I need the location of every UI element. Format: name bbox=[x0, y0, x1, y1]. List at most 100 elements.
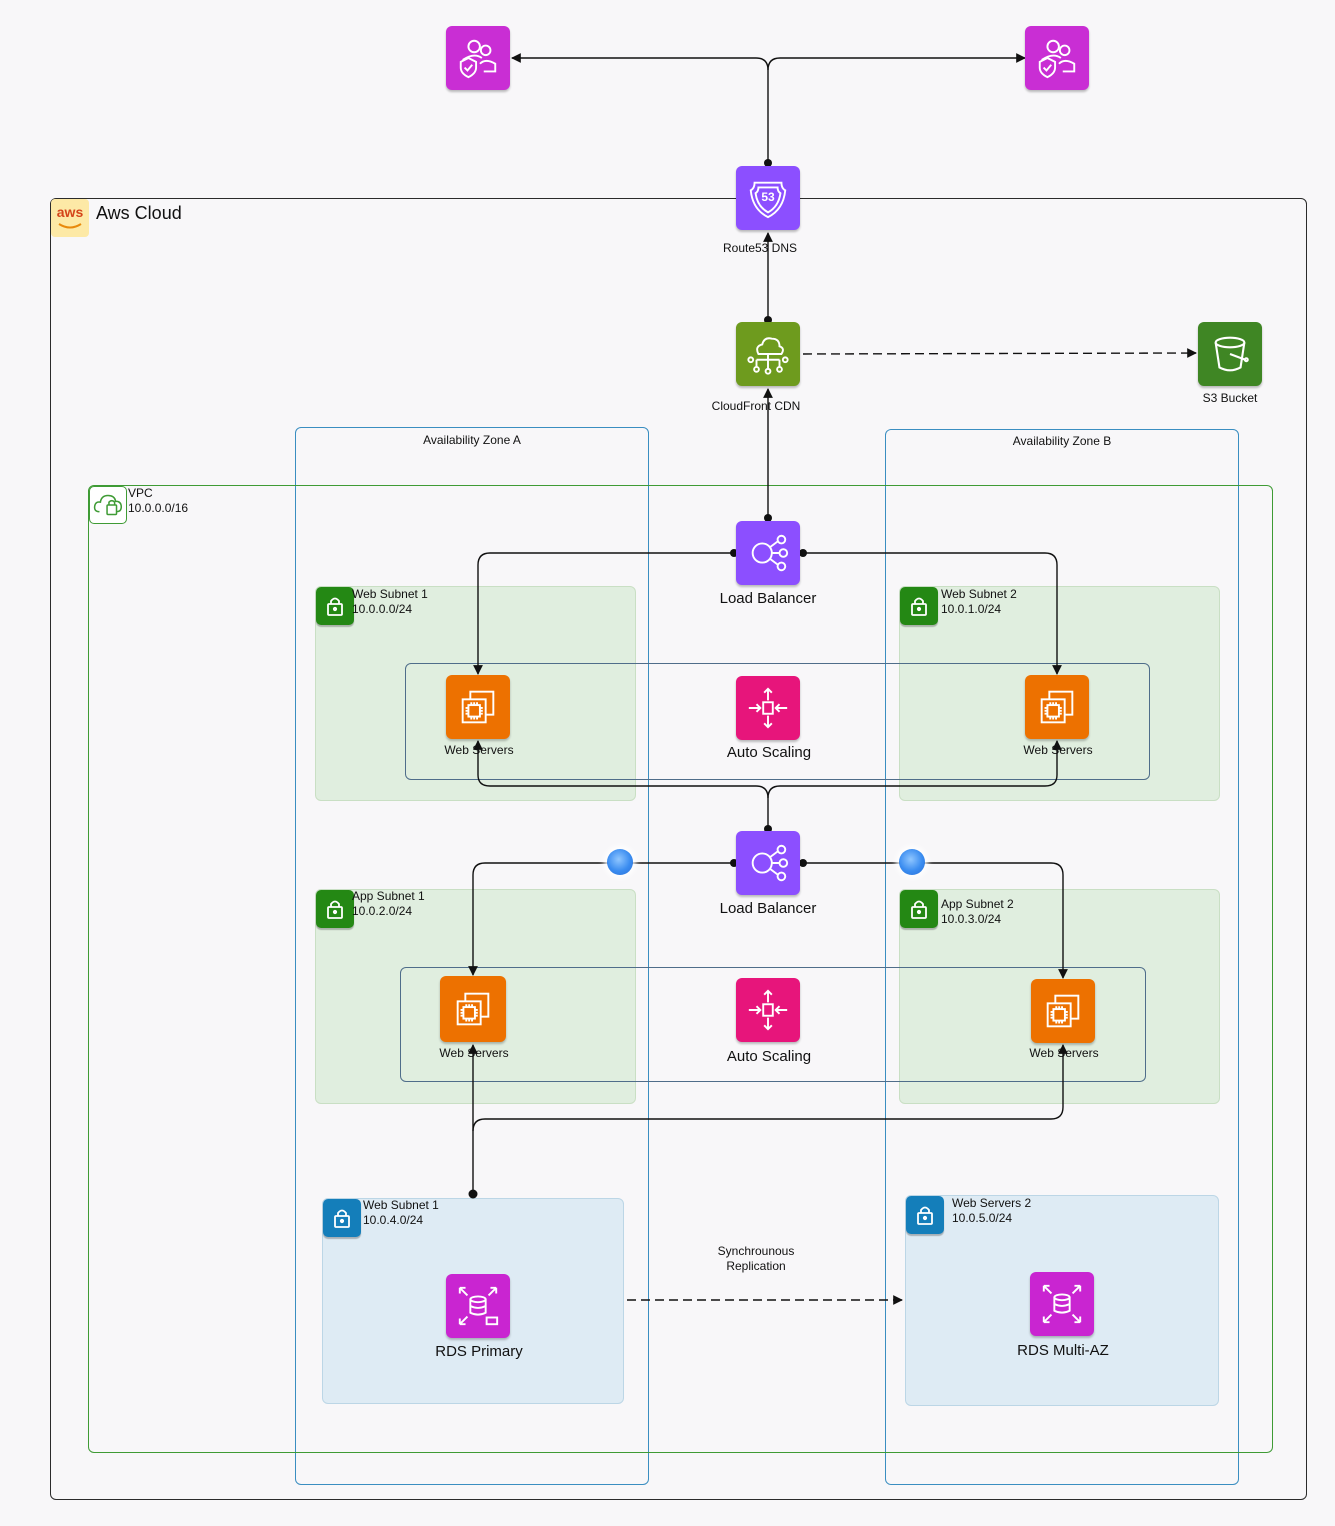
web-subnet-2-cidr: 10.0.1.0/24 bbox=[941, 602, 1002, 616]
load-balancer-mid-label: Load Balancer bbox=[719, 900, 817, 917]
route53-label: Route53 DNS bbox=[722, 241, 798, 255]
route53-badge: 53 bbox=[761, 190, 775, 204]
aws-cloud-group bbox=[50, 198, 1307, 1500]
line-cloudfront-to-s3 bbox=[802, 348, 1197, 358]
vpc-label: VPC 10.0.0.0/16 bbox=[128, 486, 188, 516]
vpc-cloud-icon bbox=[89, 486, 127, 524]
autoscaling-top-label: Auto Scaling bbox=[726, 744, 812, 761]
availability-zone-b bbox=[885, 429, 1239, 1485]
joint-route53 bbox=[764, 159, 772, 167]
cloudfront-icon bbox=[747, 337, 789, 375]
s3-bucket-icon bbox=[1214, 336, 1249, 372]
ec2-instance-icon bbox=[1046, 994, 1080, 1028]
ec2-app-a-label: Web Servers bbox=[439, 1046, 509, 1060]
ec2-web-b[interactable] bbox=[1025, 675, 1089, 739]
line-app-b-to-db bbox=[472, 1044, 1068, 1132]
line-route53-to-user-left bbox=[511, 53, 769, 163]
web-subnet-1-lock-icon bbox=[316, 587, 354, 625]
web-subnet-2-lock-icon bbox=[900, 587, 938, 625]
user-group-right[interactable] bbox=[1025, 26, 1089, 90]
db-subnet-2-label: Web Servers 2 10.0.5.0/24 bbox=[952, 1196, 1031, 1226]
ec2-app-a[interactable] bbox=[440, 976, 506, 1042]
vpc-cidr: 10.0.0.0/16 bbox=[128, 501, 189, 515]
rds-multi-az[interactable] bbox=[1030, 1272, 1094, 1336]
autoscaling-mid[interactable] bbox=[736, 978, 800, 1042]
web-subnet-2-label: Web Subnet 2 10.0.1.0/24 bbox=[941, 587, 1017, 617]
line-route53-to-user-right bbox=[767, 53, 1026, 71]
endpoint-dot-right bbox=[899, 849, 925, 875]
line-lb-mid-to-app-b bbox=[803, 862, 1068, 979]
web-subnet-2-name: Web Subnet 2 bbox=[941, 587, 1017, 601]
line-web-a-to-lb-mid bbox=[473, 740, 769, 829]
db-subnet-2-name: Web Servers 2 bbox=[952, 1196, 1032, 1210]
joint-lb-mid-right bbox=[799, 859, 807, 867]
auto-scaling-group-web bbox=[405, 663, 1150, 780]
ec2-instance-icon bbox=[456, 992, 490, 1026]
endpoint-dot-left bbox=[607, 849, 633, 875]
app-subnet-1-cidr: 10.0.2.0/24 bbox=[352, 904, 413, 918]
ec2-web-a-label: Web Servers bbox=[444, 743, 514, 757]
user-group-left[interactable] bbox=[446, 26, 510, 90]
autoscaling-mid-label: Auto Scaling bbox=[726, 1048, 812, 1065]
users-icon bbox=[459, 39, 497, 79]
s3-label: S3 Bucket bbox=[1202, 391, 1258, 405]
web-subnet-1-cidr: 10.0.0.0/24 bbox=[352, 602, 413, 616]
app-subnet-2-lock-icon bbox=[900, 890, 938, 928]
web-subnet-1-name: Web Subnet 1 bbox=[352, 587, 428, 601]
cloudfront-label: CloudFront CDN bbox=[711, 399, 801, 413]
replication-label: Synchrounous Replication bbox=[718, 1244, 795, 1274]
az-a-label: Availability Zone A bbox=[423, 433, 521, 447]
route53-service[interactable]: 53 bbox=[736, 166, 800, 230]
az-b-label: Availability Zone B bbox=[1012, 434, 1112, 448]
ec2-app-b[interactable] bbox=[1031, 979, 1095, 1043]
vpc-group bbox=[88, 485, 1273, 1453]
load-balancer-top-label: Load Balancer bbox=[719, 590, 817, 607]
rds-multi-az-label: RDS Multi-AZ bbox=[1017, 1342, 1109, 1359]
app-subnet-2-label: App Subnet 2 10.0.3.0/24 bbox=[941, 897, 1014, 927]
db-subnet-2-lock-icon bbox=[906, 1196, 944, 1234]
ec2-instance-icon bbox=[461, 690, 495, 724]
load-balancer-icon bbox=[751, 534, 789, 572]
db-subnet-1-cidr: 10.0.4.0/24 bbox=[363, 1213, 424, 1227]
ec2-web-a[interactable] bbox=[446, 675, 510, 739]
db-subnet-1-name: Web Subnet 1 bbox=[363, 1198, 439, 1212]
s3-bucket-service[interactable] bbox=[1198, 322, 1262, 386]
app-subnet-1-lock-icon bbox=[316, 890, 354, 928]
line-lb-to-web-b bbox=[803, 552, 1062, 675]
route53-shield-icon bbox=[749, 181, 787, 219]
app-subnet-2-cidr: 10.0.3.0/24 bbox=[941, 912, 1002, 926]
line-lb-mid-to-app-a bbox=[468, 862, 734, 976]
aws-logo-icon: aws bbox=[51, 199, 89, 237]
app-subnet-1-label: App Subnet 1 10.0.2.0/24 bbox=[352, 889, 425, 919]
load-balancer-mid[interactable] bbox=[736, 831, 800, 895]
db-subnet-1-label: Web Subnet 1 10.0.4.0/24 bbox=[363, 1198, 439, 1228]
load-balancer-icon bbox=[751, 844, 789, 882]
web-subnet-1-label: Web Subnet 1 10.0.0.0/24 bbox=[352, 587, 428, 617]
aws-logo-text: aws bbox=[56, 204, 84, 220]
rds-database-icon bbox=[458, 1286, 499, 1326]
autoscaling-icon bbox=[748, 687, 788, 729]
rds-primary[interactable] bbox=[446, 1274, 510, 1338]
joint-lb-top bbox=[764, 514, 772, 522]
db-subnet-2-cidr: 10.0.5.0/24 bbox=[952, 1211, 1013, 1225]
autoscaling-icon bbox=[748, 989, 788, 1031]
aws-cloud-label: Aws Cloud bbox=[96, 203, 182, 223]
load-balancer-top[interactable] bbox=[736, 521, 800, 585]
ec2-web-b-label: Web Servers bbox=[1023, 743, 1093, 757]
app-subnet-2-name: App Subnet 2 bbox=[941, 897, 1014, 911]
aws-smile-icon bbox=[58, 223, 82, 229]
rds-database-icon bbox=[1042, 1284, 1082, 1324]
ec2-app-b-label: Web Servers bbox=[1029, 1046, 1099, 1060]
db-subnet-1-lock-icon bbox=[323, 1199, 361, 1237]
replication-line2: Replication bbox=[726, 1259, 786, 1273]
autoscaling-top[interactable] bbox=[736, 676, 800, 740]
availability-zone-a bbox=[295, 427, 649, 1485]
vpc-name: VPC bbox=[128, 486, 153, 500]
line-lb-to-web-a bbox=[473, 552, 734, 675]
joint-db bbox=[468, 1189, 478, 1199]
rds-primary-label: RDS Primary bbox=[435, 1343, 523, 1360]
replication-line1: Synchrounous bbox=[717, 1244, 795, 1258]
joint-lb-top-right bbox=[799, 549, 807, 557]
cloudfront-service[interactable] bbox=[736, 322, 800, 386]
